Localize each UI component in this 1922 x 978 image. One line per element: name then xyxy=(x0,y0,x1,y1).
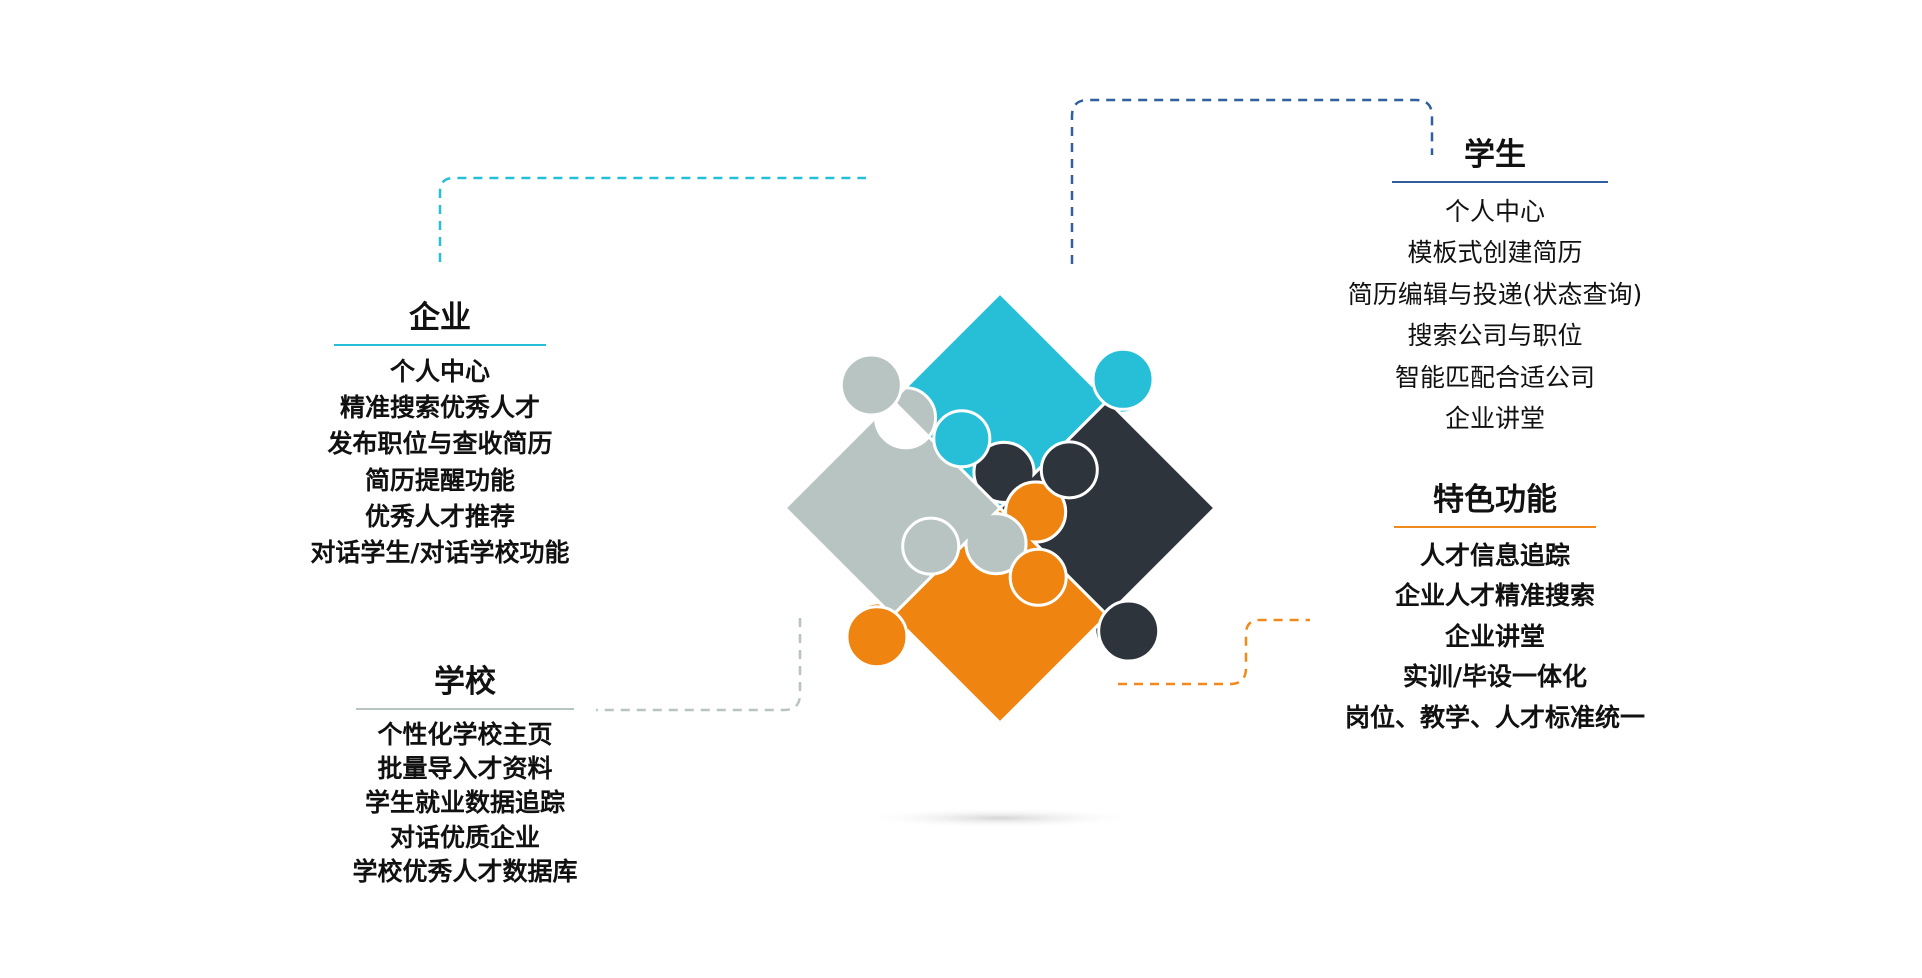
list-item: 个性化学校主页 xyxy=(377,720,553,749)
student-section: 学生 个人中心 模板式创建简历 简历编辑与投递(状态查询) 搜索公司与职位 智能… xyxy=(1300,135,1690,439)
list-item: 实训/毕设一体化 xyxy=(1402,662,1588,692)
list-item: 精准搜索优秀人才 xyxy=(339,393,540,423)
list-item: 智能匹配合适公司 xyxy=(1394,362,1595,392)
school-divider xyxy=(356,708,574,710)
connector-enterprise xyxy=(438,176,866,262)
features-list: 人才信息追踪 企业人才精准搜索 企业讲堂 实训/毕设一体化 岗位、教学、人才标准… xyxy=(1290,536,1700,738)
puzzle-knob-gray xyxy=(839,353,903,417)
connector-features xyxy=(1118,618,1310,686)
puzzle-knob-gray-inner xyxy=(901,516,961,576)
puzzle-knob-orange xyxy=(845,605,909,669)
list-item: 对话学生/对话学校功能 xyxy=(310,538,570,568)
student-title: 学生 xyxy=(1464,137,1526,173)
puzzle-knob-dark-inner xyxy=(1039,440,1099,500)
list-item: 岗位、教学、人才标准统一 xyxy=(1344,702,1645,732)
features-divider xyxy=(1394,526,1596,528)
puzzle-knob-teal xyxy=(1091,347,1155,411)
puzzle-knob-dark xyxy=(1097,599,1161,663)
student-list: 个人中心 模板式创建简历 简历编辑与投递(状态查询) 搜索公司与职位 智能匹配合… xyxy=(1300,191,1690,439)
features-section: 特色功能 人才信息追踪 企业人才精准搜索 企业讲堂 实训/毕设一体化 岗位、教学… xyxy=(1290,480,1700,738)
list-item: 优秀人才推荐 xyxy=(364,501,515,531)
connector-student xyxy=(1070,98,1434,264)
list-item: 模板式创建简历 xyxy=(1407,238,1583,268)
list-item: 批量导入才资料 xyxy=(377,754,553,784)
list-item: 企业人才精准搜索 xyxy=(1394,581,1595,611)
list-item: 个人中心 xyxy=(389,357,490,386)
enterprise-list: 个人中心 精准搜索优秀人才 发布职位与查收简历 简历提醒功能 优秀人才推荐 对话… xyxy=(270,354,610,571)
puzzle-shadow xyxy=(860,808,1140,828)
enterprise-title: 企业 xyxy=(409,300,471,336)
puzzle-knob-orange-inner xyxy=(1008,547,1068,607)
connector-school xyxy=(596,618,802,712)
school-list: 个性化学校主页 批量导入才资料 学生就业数据追踪 对话优质企业 学校优秀人才数据… xyxy=(300,718,630,889)
puzzle-knob-teal-inner xyxy=(932,409,992,469)
student-divider xyxy=(1392,181,1608,183)
list-item: 企业讲堂 xyxy=(1444,621,1545,651)
list-item: 发布职位与查收简历 xyxy=(327,429,553,459)
list-item: 学生就业数据追踪 xyxy=(364,788,565,818)
enterprise-section: 企业 个人中心 精准搜索优秀人才 发布职位与查收简历 简历提醒功能 优秀人才推荐… xyxy=(270,298,610,571)
features-title: 特色功能 xyxy=(1433,482,1557,518)
list-item: 学校优秀人才数据库 xyxy=(352,856,578,886)
school-title: 学校 xyxy=(434,664,496,700)
list-item: 个人中心 xyxy=(1444,197,1545,226)
list-item: 简历提醒功能 xyxy=(364,465,515,495)
list-item: 企业讲堂 xyxy=(1444,404,1545,434)
list-item: 简历编辑与投递(状态查询) xyxy=(1347,279,1643,309)
list-item: 对话优质企业 xyxy=(389,822,540,852)
list-item: 搜索公司与职位 xyxy=(1407,321,1583,351)
enterprise-divider xyxy=(334,344,546,346)
list-item: 人才信息追踪 xyxy=(1419,541,1570,570)
school-section: 学校 个性化学校主页 批量导入才资料 学生就业数据追踪 对话优质企业 学校优秀人… xyxy=(300,662,630,889)
